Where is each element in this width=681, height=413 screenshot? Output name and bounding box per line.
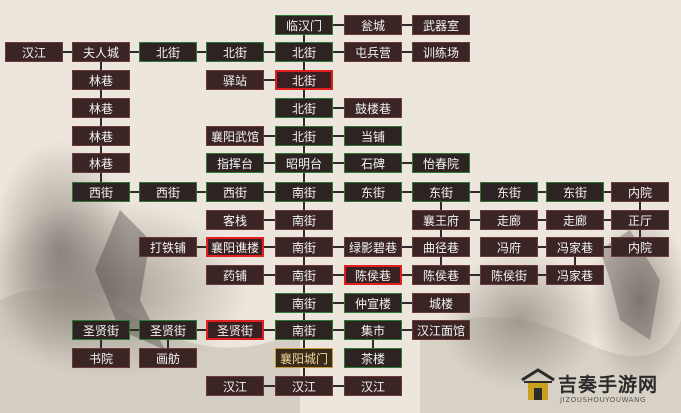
map-node-nanjie_r7[interactable]: 南街 [275,210,333,230]
map-node-xiangyangchengmen[interactable]: 襄阳城门 [275,348,333,368]
map-node-linhanmen[interactable]: 临汉门 [275,15,333,35]
map-node-neiyuan_1[interactable]: 内院 [611,182,669,202]
map-node-beijie_r3[interactable]: 北街 [275,98,333,118]
map-node-dongjie_4[interactable]: 东街 [546,182,604,202]
map-node-xijie_3[interactable]: 西街 [206,182,264,202]
map-node-shengxianjie_2[interactable]: 圣贤街 [139,320,197,340]
map-node-nanjie_r6[interactable]: 南街 [275,182,333,202]
map-node-qujingxiang[interactable]: 曲径巷 [412,237,470,257]
map-node-tunbingying[interactable]: 屯兵营 [344,42,402,62]
map-node-zhengting[interactable]: 正厅 [611,210,669,230]
map-node-datiepu[interactable]: 打铁铺 [139,237,197,257]
map-node-chenglou[interactable]: 城楼 [412,293,470,313]
map-node-nanjie_r8[interactable]: 南街 [275,237,333,257]
watermark: 吉奏手游网 JIZOUSHOUYOUWANG [520,366,680,410]
map-node-yizhan[interactable]: 驿站 [206,70,264,90]
map-node-dangpu[interactable]: 当铺 [344,126,402,146]
watermark-subtitle: JIZOUSHOUYOUWANG [560,396,647,404]
map-node-shuyuan[interactable]: 书院 [72,348,130,368]
map-node-linxiang_1[interactable]: 林巷 [72,70,130,90]
map-node-lvyingbixiang[interactable]: 绿影碧巷 [344,237,402,257]
map-node-kezhan[interactable]: 客栈 [206,210,264,230]
map-node-hanjiang_b1[interactable]: 汉江 [206,376,264,396]
map-node-chenhouxiang_1[interactable]: 陈侯巷 [344,265,402,285]
map-node-zhongxuanlou[interactable]: 仲宣楼 [344,293,402,313]
map-node-beijie_r1_3[interactable]: 北街 [206,42,264,62]
map-node-linxiang_4[interactable]: 林巷 [72,153,130,173]
map-node-hanjiang_top[interactable]: 汉江 [5,42,63,62]
map-node-wuqishi[interactable]: 武器室 [412,15,470,35]
map-node-huafang[interactable]: 画舫 [139,348,197,368]
map-node-beijie_r4[interactable]: 北街 [275,126,333,146]
map-node-shengxianjie_3[interactable]: 圣贤街 [206,320,264,340]
map-node-fengjiaxiang_1[interactable]: 冯家巷 [546,237,604,257]
map-node-shengxianjie_1[interactable]: 圣贤街 [72,320,130,340]
map-node-yaopu[interactable]: 药铺 [206,265,264,285]
map-node-hanjiangmianguan[interactable]: 汉江面馆 [412,320,470,340]
map-node-gulouxiang[interactable]: 鼓楼巷 [344,98,402,118]
map-node-beijie_r1_4[interactable]: 北街 [275,42,333,62]
map-node-linxiang_3[interactable]: 林巷 [72,126,130,146]
map-node-beijie_r2[interactable]: 北街 [275,70,333,90]
map-node-wengcheng[interactable]: 瓮城 [344,15,402,35]
map-node-xijie_2[interactable]: 西街 [139,182,197,202]
map-node-chenhoujie[interactable]: 陈侯街 [480,265,538,285]
map-node-xunlianchang[interactable]: 训练场 [412,42,470,62]
map-node-zhaomingtai[interactable]: 昭明台 [275,153,333,173]
map-node-zhihuitai[interactable]: 指挥台 [206,153,264,173]
map-node-chenhouxiang_2[interactable]: 陈侯巷 [412,265,470,285]
map-node-dongjie_1[interactable]: 东街 [344,182,402,202]
map-node-xijie_1[interactable]: 西街 [72,182,130,202]
house-roof-icon [521,368,555,400]
map-node-fengjiaxiang_2[interactable]: 冯家巷 [546,265,604,285]
map-node-jishi[interactable]: 集市 [344,320,402,340]
map-node-nanjie_r11[interactable]: 南街 [275,320,333,340]
map-node-nanjie_r9[interactable]: 南街 [275,265,333,285]
watermark-title: 吉奏手游网 [558,374,659,396]
map-node-zoulang_2[interactable]: 走廊 [546,210,604,230]
map-node-nanjie_r10[interactable]: 南街 [275,293,333,313]
map-node-xiangyangwuguan[interactable]: 襄阳武馆 [206,126,264,146]
map-node-dongjie_2[interactable]: 东街 [412,182,470,202]
map-node-beijie_r1_2[interactable]: 北街 [139,42,197,62]
map-node-xiangwangfu[interactable]: 襄王府 [412,210,470,230]
map-node-zoulang_1[interactable]: 走廊 [480,210,538,230]
map-node-neiyuan_2[interactable]: 内院 [611,237,669,257]
map-node-hanjiang_b3[interactable]: 汉江 [344,376,402,396]
map-node-furencheng[interactable]: 夫人城 [72,42,130,62]
map-node-hanjiang_b2[interactable]: 汉江 [275,376,333,396]
map-node-chalou[interactable]: 茶楼 [344,348,402,368]
map-node-dongjie_3[interactable]: 东街 [480,182,538,202]
map-node-linxiang_2[interactable]: 林巷 [72,98,130,118]
map-node-shibei[interactable]: 石碑 [344,153,402,173]
map-node-fengfu[interactable]: 冯府 [480,237,538,257]
map-node-xiangyangjiaolou[interactable]: 襄阳谯楼 [206,237,264,257]
map-node-yichunyuan[interactable]: 怡春院 [412,153,470,173]
